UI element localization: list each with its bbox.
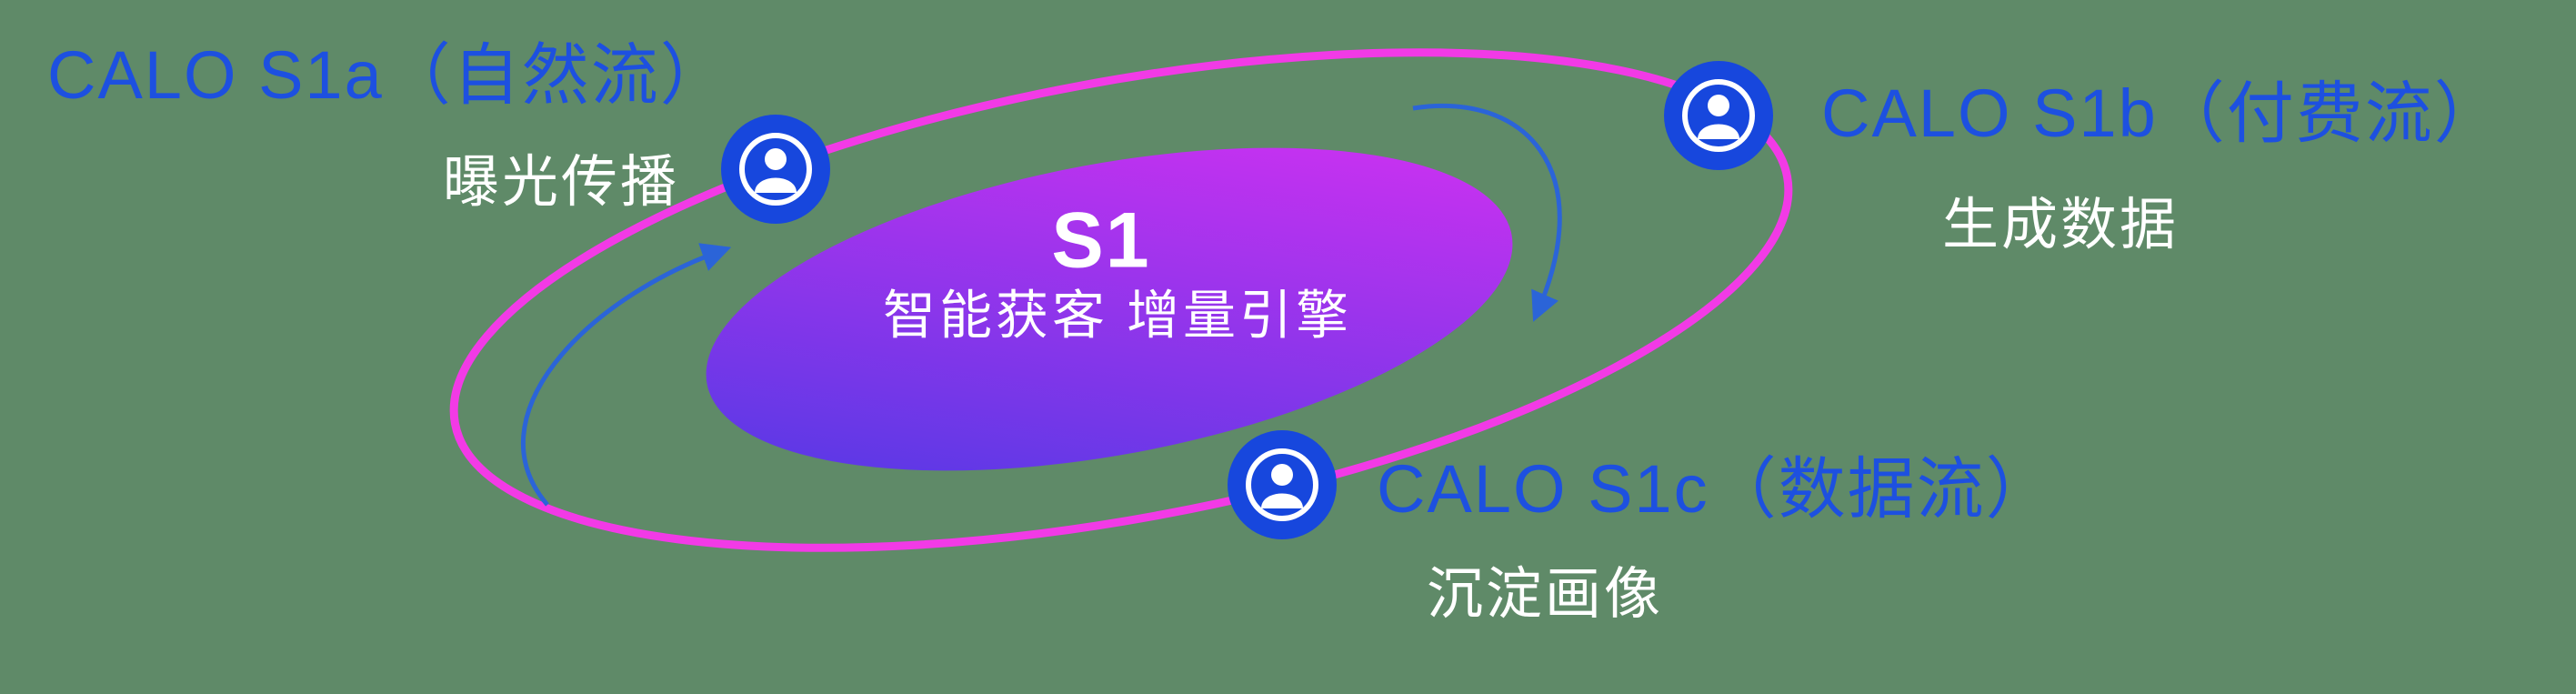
flow-arrow-right	[1412, 103, 1562, 322]
user-avatar-icon-s1c	[1228, 430, 1337, 539]
node-s1b-sublabel: 生成数据	[1942, 194, 2180, 256]
flow-arrow-left	[520, 243, 732, 507]
orbit-ellipse	[449, 48, 1793, 552]
node-s1c-label: CALO S1c（数据流）	[1377, 451, 2055, 527]
core-title: S1	[1051, 196, 1151, 285]
core-subtitle: 智能获客 增量引擎	[882, 286, 1353, 346]
user-avatar-icon-s1a	[721, 115, 830, 224]
node-s1a-sublabel: 曝光传播	[443, 151, 680, 214]
node-s1c-sublabel: 沉淀画像	[1427, 563, 1664, 626]
node-s1a-label: CALO S1a（自然流）	[47, 37, 729, 113]
user-avatar-icon-s1b	[1664, 61, 1773, 170]
node-s1b-label: CALO S1b（付费流）	[1821, 75, 2503, 151]
core-ellipse	[706, 147, 1513, 471]
